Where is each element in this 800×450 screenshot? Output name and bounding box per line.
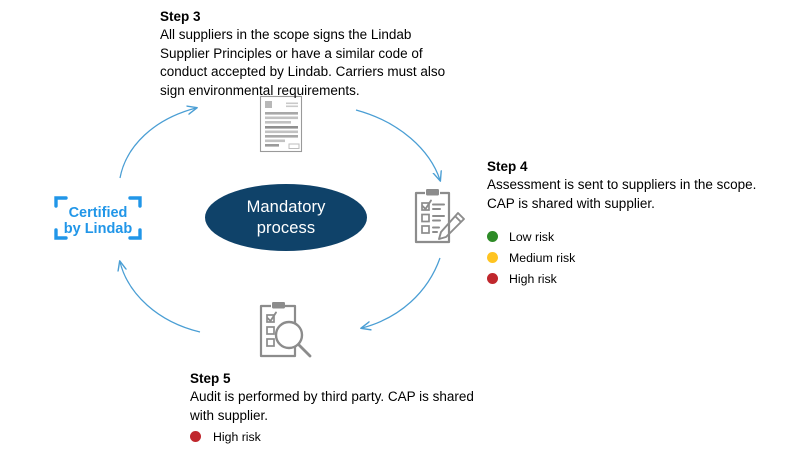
legend-item-high-risk-step5: High risk — [190, 427, 490, 446]
step-3-text-block: Step 3 All suppliers in the scope signs … — [160, 8, 460, 100]
center-node-line2: process — [256, 218, 316, 237]
clipboard-magnifier-audit-icon — [255, 299, 315, 361]
risk-legend: Low risk Medium risk High risk — [487, 226, 777, 289]
legend-item-low-risk: Low risk — [487, 226, 777, 247]
clipboard-checklist-pencil-icon — [411, 186, 467, 248]
legend-label-low-risk: Low risk — [509, 229, 555, 244]
step-5-text-block: Step 5 Audit is performed by third party… — [190, 370, 490, 446]
step-3-heading: Step 3 — [160, 9, 201, 24]
certified-by-lindab-badge: Certified by Lindab — [44, 190, 152, 246]
risk-dot-low — [487, 231, 498, 242]
center-node-line1: Mandatory — [246, 197, 326, 216]
center-node-label: Mandatory process — [247, 197, 326, 238]
legend-item-medium-risk: Medium risk — [487, 247, 777, 268]
arrow-audit-to-badge — [120, 262, 201, 333]
legend-label-high-risk-step5: High risk — [213, 429, 261, 444]
step-4-body: Assessment is sent to suppliers in the s… — [487, 177, 757, 211]
center-node-mandatory-process: Mandatory process — [205, 184, 367, 251]
badge-line2: by Lindab — [64, 221, 133, 237]
arrow-document-to-clipboard — [355, 109, 440, 180]
step-3-body: All suppliers in the scope signs the Lin… — [160, 27, 446, 98]
risk-dot-high — [487, 273, 498, 284]
risk-dot-high-step5 — [190, 431, 201, 442]
arrow-clipboard-to-audit — [362, 257, 441, 328]
legend-label-medium-risk: Medium risk — [509, 250, 576, 265]
step-4-heading: Step 4 — [487, 159, 528, 174]
risk-legend-step5: High risk — [190, 427, 490, 446]
badge-line1: Certified — [69, 205, 128, 221]
step-4-text-block: Step 4 Assessment is sent to suppliers i… — [487, 158, 777, 289]
legend-label-high-risk: High risk — [509, 271, 557, 286]
legend-item-high-risk: High risk — [487, 268, 777, 289]
document-icon — [256, 94, 306, 156]
step-5-body: Audit is performed by third party. CAP i… — [190, 389, 474, 423]
badge-corner-brackets — [54, 196, 142, 240]
arrow-badge-to-document — [119, 108, 196, 179]
step-5-heading: Step 5 — [190, 371, 231, 386]
risk-dot-medium — [487, 252, 498, 263]
